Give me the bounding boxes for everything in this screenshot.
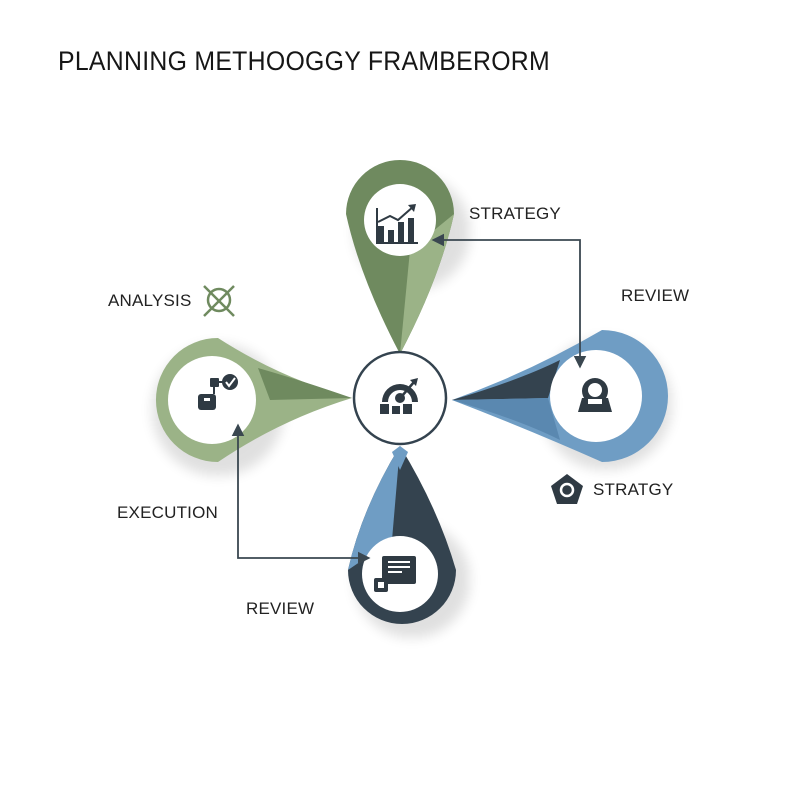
document-icon bbox=[374, 556, 416, 592]
label-review-bottom: REVIEW bbox=[246, 599, 315, 618]
arrow-review-to-strategy bbox=[431, 233, 587, 369]
review-node bbox=[452, 330, 668, 462]
pentagon-icon bbox=[551, 474, 583, 504]
label-execution: EXECUTION bbox=[117, 503, 218, 522]
label-strategy-alt: STRATGY bbox=[593, 480, 674, 499]
bar-chart-icon bbox=[376, 204, 418, 244]
analysis-node bbox=[155, 338, 352, 463]
label-analysis: ANALYSIS bbox=[108, 291, 192, 310]
analysis-check-icon bbox=[203, 285, 235, 317]
target-icon bbox=[380, 378, 418, 414]
strategy-node bbox=[346, 160, 454, 354]
page-title: PLANNING METHOOGGY FRAMBERORM bbox=[58, 46, 550, 76]
label-review-right: REVIEW bbox=[621, 286, 690, 305]
hub-node bbox=[352, 350, 448, 446]
label-strategy: STRATEGY bbox=[469, 204, 561, 223]
arrow-analysis-to-execution bbox=[231, 423, 371, 565]
execution-node bbox=[348, 446, 456, 624]
workflow-icon bbox=[198, 374, 238, 410]
user-icon bbox=[578, 378, 612, 412]
